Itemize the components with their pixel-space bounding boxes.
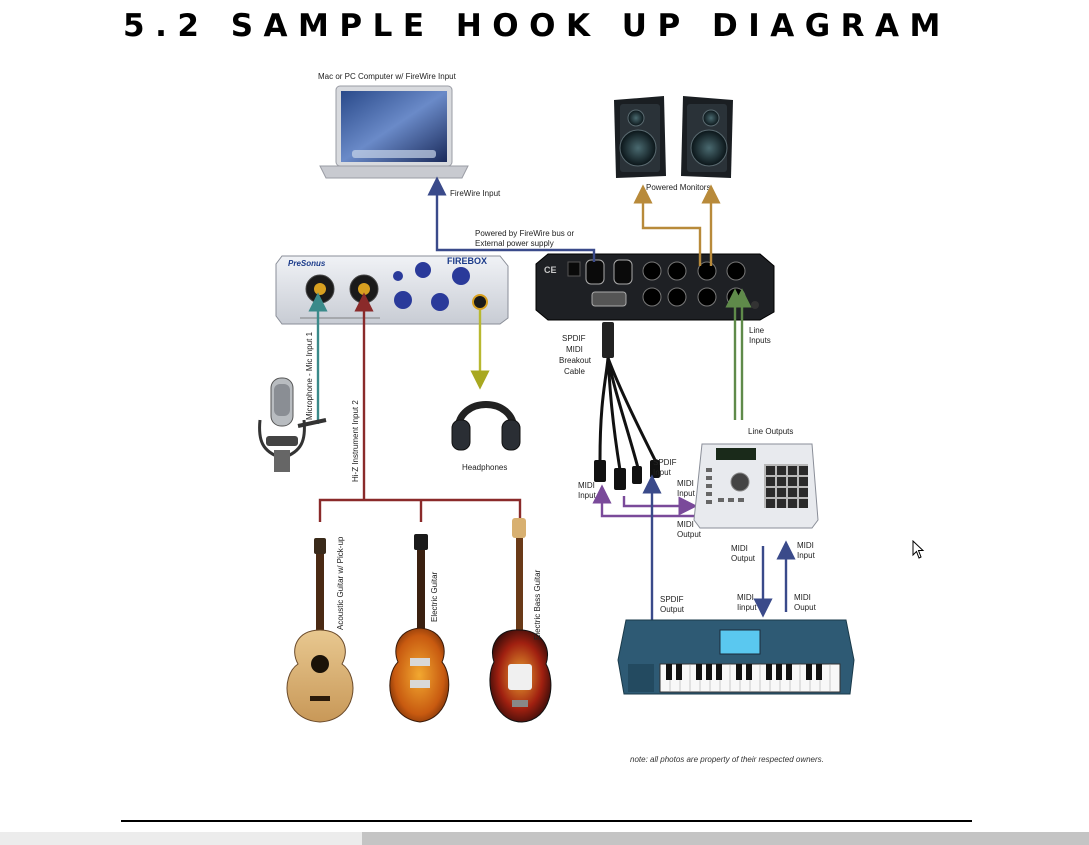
- spdif-cable-label-4: Cable: [564, 367, 585, 376]
- line-inputs-label-2: Inputs: [749, 336, 771, 345]
- firewire-input-label: FireWire Input: [450, 189, 501, 198]
- speaker-icon: [681, 96, 733, 178]
- spdif-cable-label-2: MIDI: [566, 345, 583, 354]
- midi-input-mid-label-2: Input: [677, 489, 696, 498]
- midi-output-k-label-1: MIDI: [794, 593, 811, 602]
- acoustic-guitar-label: Acoustic Guitar w/ Pick-up: [336, 536, 345, 630]
- midi-input-k-label-2: Iinput: [737, 603, 757, 612]
- spdif-cable-label-3: Breakout: [559, 356, 592, 365]
- electric-guitar-label: Electric Guitar: [430, 571, 439, 622]
- microphone-icon: [258, 377, 327, 472]
- footer-bar-left: [0, 832, 362, 845]
- line-inputs-label-1: Line: [749, 326, 765, 335]
- midi-cable-out: [592, 484, 695, 518]
- laptop-icon: [319, 85, 469, 179]
- midi-output-b-label-2: Output: [731, 554, 756, 563]
- line-outputs-label: Line Outputs: [748, 427, 793, 436]
- midi-input-left-label-2: Input: [578, 491, 597, 500]
- powered-by-label-1: Powered by FireWire bus or: [475, 229, 574, 238]
- midi-output-b-label-1: MIDI: [731, 544, 748, 553]
- guitar-icon: [286, 538, 354, 723]
- monitor-cable-left: [633, 184, 702, 266]
- spdif-input-label-2: Input: [653, 468, 672, 477]
- midi-input-r-label-1: MIDI: [797, 541, 814, 550]
- spdif-output-label-2: Output: [660, 605, 685, 614]
- spdif-cable-label-1: SPDIF: [562, 334, 586, 343]
- spdif-output-label-1: SPDIF: [660, 595, 684, 604]
- drum-machine-icon: [693, 443, 819, 529]
- brand-label: PreSonus: [288, 259, 326, 268]
- ownership-note: note: all photos are property of their r…: [630, 755, 824, 764]
- powered-monitors-label: Powered Monitors: [646, 183, 710, 192]
- breakout-cable-icon: [594, 322, 660, 490]
- footer-bar-right: [362, 832, 1089, 845]
- page-title: 5.2 SAMPLE HOOK UP DIAGRAM: [123, 8, 951, 44]
- guitar-icon: [389, 534, 450, 723]
- midi-input-r-label-2: Input: [797, 551, 816, 560]
- midi-input-left-label-1: MIDI: [578, 481, 595, 490]
- computer-label: Mac or PC Computer w/ FireWire Input: [318, 72, 457, 81]
- bass-guitar-label: Electric Bass Guitar: [533, 569, 542, 640]
- spdif-input-label-1: SPDIF: [653, 458, 677, 467]
- rear-panel-icon: CE: [535, 253, 775, 321]
- headphones-icon: [451, 401, 521, 451]
- guitar-icon: [489, 518, 552, 723]
- midi-cable-in: [622, 496, 698, 516]
- ce-mark: CE: [544, 265, 557, 275]
- midi-output-k-label-2: Ouput: [794, 603, 817, 612]
- firewire-cable: [427, 176, 596, 262]
- model-label: FIREBOX: [447, 256, 487, 266]
- midi-output-label-1: MIDI: [677, 520, 694, 529]
- audio-interface-icon: PreSonus FIREBOX: [275, 255, 509, 325]
- headphones-label: Headphones: [462, 463, 507, 472]
- footer-divider: [121, 820, 972, 822]
- keyboard-icon: [617, 619, 855, 695]
- midi-output-label-2: Output: [677, 530, 702, 539]
- midi-input-mid-label-1: MIDI: [677, 479, 694, 488]
- powered-by-label-2: External power supply: [475, 239, 554, 248]
- mouse-cursor-icon: [912, 540, 925, 559]
- mic-input-label: Microphone - Mic Input 1: [305, 331, 314, 420]
- hiz-input-label: Hi-Z Instrument Input 2: [351, 400, 360, 482]
- speaker-icon: [614, 96, 666, 178]
- midi-input-k-label-1: MIDI: [737, 593, 754, 602]
